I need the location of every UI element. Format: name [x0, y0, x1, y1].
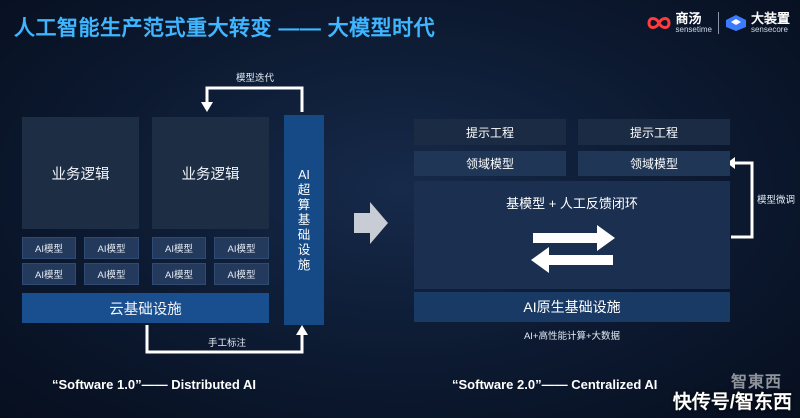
ai-model-cell: AI模型 [214, 263, 269, 285]
software-1-caption: “Software 1.0”—— Distributed AI [52, 377, 256, 392]
watermark-text: 快传号/智东西 [672, 392, 792, 413]
brand2-sub: sensecore [750, 25, 788, 34]
brand2-name: 大装置 [750, 11, 790, 26]
fine-tune-label: 模型微调 [757, 195, 796, 206]
business-logic-2: 业务逻辑 [152, 117, 269, 229]
manual-annotation-label: 手工标注 [208, 338, 247, 349]
ai-native-subtitle: AI+高性能计算+大数据 [523, 331, 621, 342]
ai-native-infrastructure: AI原生基础设施 [414, 292, 730, 322]
cube-icon [725, 15, 746, 31]
ai-model-cell: AI模型 [22, 263, 76, 285]
brand1-name: 商汤 [675, 11, 702, 26]
prompt-engineering-1: 提示工程 [414, 119, 566, 145]
sensetime-logo: 商汤 sensetime [646, 12, 712, 34]
ai-model-cell: AI模型 [152, 263, 206, 285]
domain-model-2: 领域模型 [578, 151, 730, 176]
brand1-sub: sensetime [675, 25, 712, 34]
infinity-icon [647, 17, 671, 29]
base-model-panel: 基模型 + 人工反馈闭环 [414, 181, 730, 289]
ai-supercompute-label: AI超算基础设施 [297, 167, 311, 272]
ai-model-cell: AI模型 [22, 237, 76, 259]
logo-area: 商汤 sensetime 大装置 sensecore [646, 8, 790, 38]
ai-supercompute-infrastructure: AI超算基础设施 [284, 115, 324, 325]
right-arrow-icon [354, 202, 388, 244]
cloud-infrastructure: 云基础设施 [22, 293, 269, 323]
base-model-label: 基模型 + 人工反馈闭环 [506, 196, 638, 211]
ai-model-cell: AI模型 [214, 237, 269, 259]
feedback-loop-icon [531, 225, 615, 273]
watermark-logo: 智東西 [730, 374, 782, 391]
sensecore-logo: 大装置 sensecore [725, 12, 790, 34]
model-iteration-label: 模型迭代 [236, 73, 275, 84]
logo-divider [717, 12, 719, 34]
domain-model-1: 领域模型 [414, 151, 566, 176]
software-2-caption: “Software 2.0”—— Centralized AI [452, 377, 658, 392]
ai-model-cell: AI模型 [152, 237, 206, 259]
prompt-engineering-2: 提示工程 [578, 119, 730, 145]
page-title: 人工智能生产范式重大转变 —— 大模型时代 [14, 17, 436, 40]
business-logic-1: 业务逻辑 [22, 117, 139, 229]
ai-model-cell: AI模型 [84, 237, 139, 259]
ai-model-cell: AI模型 [84, 263, 139, 285]
